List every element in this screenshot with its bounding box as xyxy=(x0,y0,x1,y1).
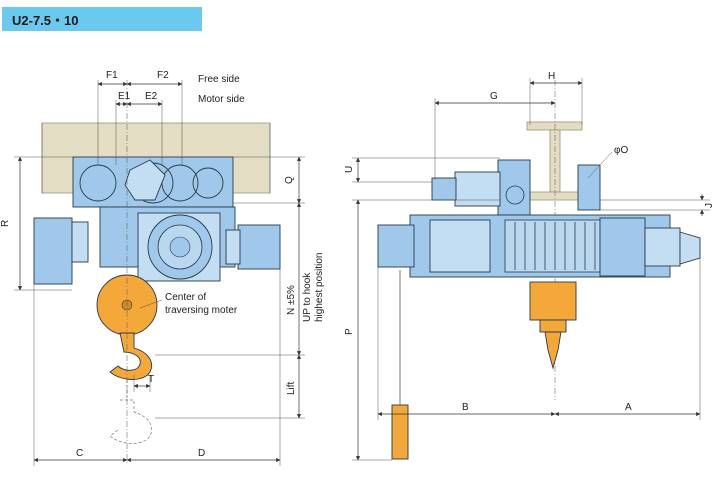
trolley-side-frame xyxy=(497,159,531,216)
hook-side xyxy=(544,331,562,370)
dim-E1: E1 xyxy=(118,91,131,102)
dim-P: P xyxy=(344,328,355,335)
dim-R: R xyxy=(0,220,11,227)
pendant-switch xyxy=(391,404,409,460)
dim-E2: E2 xyxy=(145,91,158,102)
right-view: H G φO U J P B A xyxy=(344,71,715,461)
dim-Lift: Lift xyxy=(286,381,297,395)
note-motor-side: Motor side xyxy=(198,94,245,105)
note-up-line1: UP to hook xyxy=(302,272,313,322)
cooling-fins xyxy=(504,219,601,273)
brake-end xyxy=(644,227,681,267)
i-beam-section xyxy=(526,121,583,201)
dim-J: J xyxy=(704,203,715,208)
dim-H: H xyxy=(548,71,555,82)
motor-end xyxy=(377,224,415,268)
note-center-line2: traversing moter xyxy=(165,305,238,316)
traversing-motor xyxy=(237,224,281,270)
note-up-line2: highest position xyxy=(314,253,325,323)
hook-block-side xyxy=(529,281,577,321)
note-center-line1: Center of xyxy=(165,292,206,303)
dim-B: B xyxy=(462,402,469,413)
hook xyxy=(109,332,153,380)
dim-N: N ±5% xyxy=(286,285,297,315)
dim-F1: F1 xyxy=(106,70,118,81)
dim-G: G xyxy=(490,91,498,102)
lowered-hook-ghost xyxy=(109,380,152,444)
left-view: F1 F2 Free side E1 E2 Motor side R Q N ±… xyxy=(0,70,325,466)
dim-U: U xyxy=(344,166,355,173)
dim-F2: F2 xyxy=(157,70,169,81)
model-label: U2-7.5・10 xyxy=(12,13,79,28)
dim-Q: Q xyxy=(284,176,295,184)
dim-A: A xyxy=(625,402,632,413)
header-badge xyxy=(2,7,202,31)
control-box xyxy=(33,217,73,285)
note-free-side: Free side xyxy=(198,74,240,85)
dim-C: C xyxy=(76,448,83,459)
dim-phiO: φO xyxy=(614,145,628,156)
dim-D: D xyxy=(198,448,205,459)
dim-T: T xyxy=(148,374,154,385)
trolley-gear xyxy=(124,159,166,201)
